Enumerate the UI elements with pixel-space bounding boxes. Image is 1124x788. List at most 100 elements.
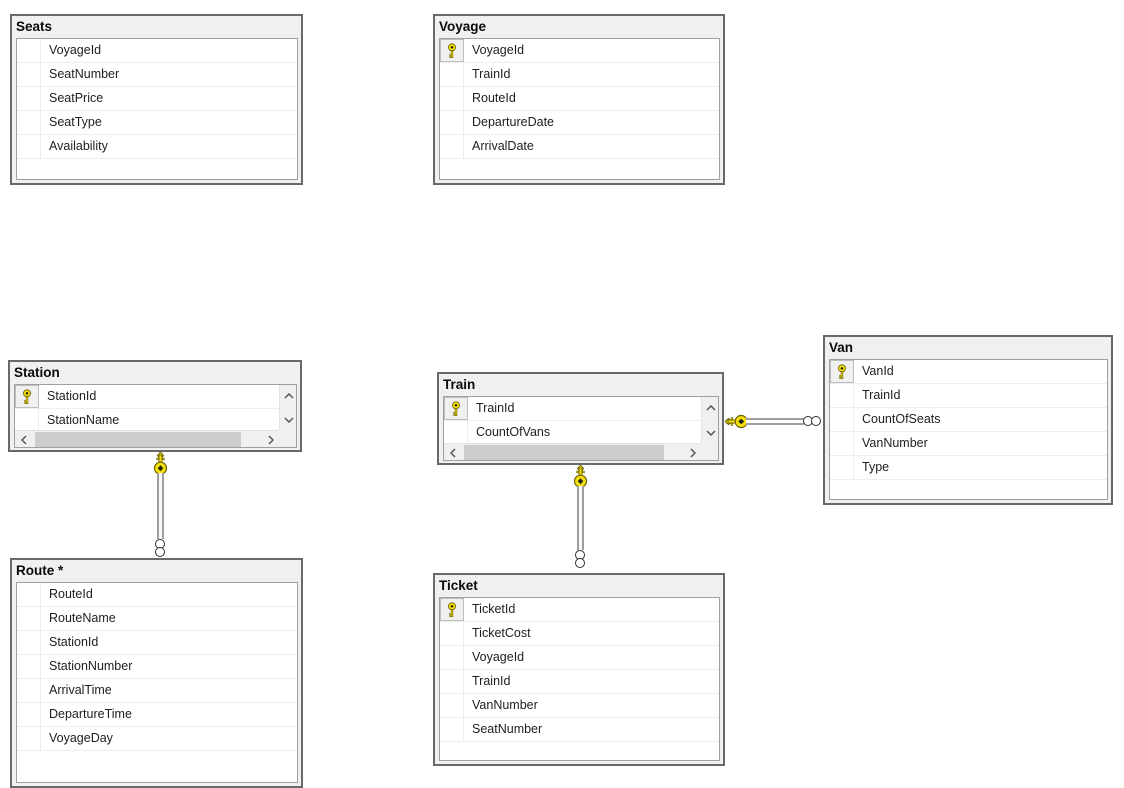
column-row[interactable]: ArrivalDate (440, 135, 719, 159)
row-gutter (17, 39, 41, 62)
row-gutter (830, 432, 854, 455)
chevron-down-icon[interactable] (280, 411, 296, 428)
column-row[interactable]: RouteId (17, 583, 297, 607)
table-seats-title[interactable]: Seats (12, 16, 301, 38)
row-gutter (440, 694, 464, 717)
row-gutter (440, 63, 464, 86)
chevron-up-icon[interactable] (702, 399, 718, 416)
column-name: SeatNumber (472, 722, 543, 736)
row-gutter (440, 622, 464, 645)
column-row[interactable]: TrainId (830, 384, 1107, 408)
row-gutter (440, 87, 464, 110)
table-voyage-title[interactable]: Voyage (435, 16, 723, 38)
column-row[interactable]: ArrivalTime (17, 679, 297, 703)
row-gutter (17, 655, 41, 678)
table-station[interactable]: Station StationId StationName (8, 360, 302, 452)
table-van-title[interactable]: Van (825, 337, 1111, 359)
table-ticket-title[interactable]: Ticket (435, 575, 723, 597)
column-row[interactable]: VanId (830, 360, 1107, 384)
row-gutter (440, 135, 464, 158)
column-row[interactable]: StationNumber (17, 655, 297, 679)
horizontal-scrollbar[interactable] (444, 443, 701, 460)
column-row[interactable]: TrainId (440, 63, 719, 87)
table-train-title[interactable]: Train (439, 374, 722, 396)
column-name: TrainId (472, 67, 511, 81)
column-name: DepartureDate (472, 115, 554, 129)
column-row[interactable]: Type (830, 456, 1107, 480)
column-row[interactable]: RouteName (17, 607, 297, 631)
vertical-scrollbar[interactable] (701, 397, 718, 443)
scrollbar-corner (701, 443, 718, 460)
chevron-left-icon[interactable] (15, 431, 32, 447)
column-row[interactable]: TicketId (440, 598, 719, 622)
column-row[interactable]: StationId (15, 385, 279, 409)
horizontal-scrollbar[interactable] (15, 430, 279, 447)
column-row[interactable]: VoyageId (440, 646, 719, 670)
column-name: SeatPrice (49, 91, 104, 105)
column-row[interactable]: RouteId (440, 87, 719, 111)
column-name: StationId (47, 389, 97, 403)
row-gutter (17, 583, 41, 606)
table-van[interactable]: Van VanId TrainId CountOfSeats VanNumber… (823, 335, 1113, 505)
row-gutter (17, 727, 41, 750)
table-route-grid: RouteId RouteName StationId StationNumbe… (16, 582, 298, 783)
primary-key-icon (440, 39, 464, 62)
table-route[interactable]: Route * RouteId RouteName StationId Stat… (10, 558, 303, 788)
column-row[interactable]: DepartureTime (17, 703, 297, 727)
key-icon (573, 465, 588, 488)
scrollbar-thumb[interactable] (35, 432, 241, 447)
column-row[interactable]: TrainId (440, 670, 719, 694)
scrollbar-thumb[interactable] (464, 445, 664, 460)
column-row[interactable]: TrainId (444, 397, 701, 421)
table-station-title[interactable]: Station (10, 362, 300, 384)
column-row[interactable]: VoyageId (440, 39, 719, 63)
row-gutter (830, 456, 854, 479)
table-ticket[interactable]: Ticket TicketId TicketCost VoyageId Trai… (433, 573, 725, 766)
chevron-down-icon[interactable] (702, 424, 718, 441)
chevron-right-icon[interactable] (684, 444, 701, 460)
column-name: CountOfSeats (862, 412, 941, 426)
column-row[interactable]: TicketCost (440, 622, 719, 646)
column-row[interactable]: SeatPrice (17, 87, 297, 111)
chevron-up-icon[interactable] (280, 387, 296, 404)
column-row[interactable]: CountOfVans (444, 421, 701, 445)
row-gutter (830, 408, 854, 431)
column-name: VoyageId (472, 43, 525, 57)
primary-key-icon (830, 360, 854, 383)
primary-key-icon (15, 385, 39, 408)
relationship-line[interactable] (577, 486, 584, 550)
table-voyage-grid: VoyageId TrainId RouteId DepartureDate A… (439, 38, 720, 180)
table-seats[interactable]: Seats VoyageId SeatNumber SeatPrice Seat… (10, 14, 303, 185)
column-row[interactable]: VanNumber (440, 694, 719, 718)
chevron-right-icon[interactable] (262, 431, 279, 447)
column-name: VoyageDay (49, 731, 113, 745)
table-train[interactable]: Train TrainId CountOfVans (437, 372, 724, 465)
table-route-title[interactable]: Route * (12, 560, 301, 582)
relationship-line[interactable] (746, 418, 804, 425)
table-voyage[interactable]: Voyage VoyageId TrainId RouteId Departur… (433, 14, 725, 185)
column-row[interactable]: SeatType (17, 111, 297, 135)
column-row[interactable]: StationId (17, 631, 297, 655)
row-gutter (17, 631, 41, 654)
column-name: TrainId (476, 401, 515, 415)
column-row[interactable]: SeatNumber (17, 63, 297, 87)
column-name: RouteId (472, 91, 516, 105)
column-row[interactable]: SeatNumber (440, 718, 719, 742)
vertical-scrollbar[interactable] (279, 385, 296, 430)
column-row[interactable]: CountOfSeats (830, 408, 1107, 432)
column-name: TicketCost (472, 626, 531, 640)
column-row[interactable]: VoyageDay (17, 727, 297, 751)
scrollbar-corner (279, 430, 296, 447)
column-row[interactable]: DepartureDate (440, 111, 719, 135)
column-name: TrainId (472, 674, 511, 688)
table-station-rows: StationId StationName (15, 385, 279, 433)
column-row[interactable]: VoyageId (17, 39, 297, 63)
relationship-line[interactable] (157, 473, 164, 539)
chevron-left-icon[interactable] (444, 444, 461, 460)
column-name: TrainId (862, 388, 901, 402)
column-name: VanId (862, 364, 894, 378)
column-row[interactable]: VanNumber (830, 432, 1107, 456)
column-name: CountOfVans (476, 425, 551, 439)
column-row[interactable]: Availability (17, 135, 297, 159)
